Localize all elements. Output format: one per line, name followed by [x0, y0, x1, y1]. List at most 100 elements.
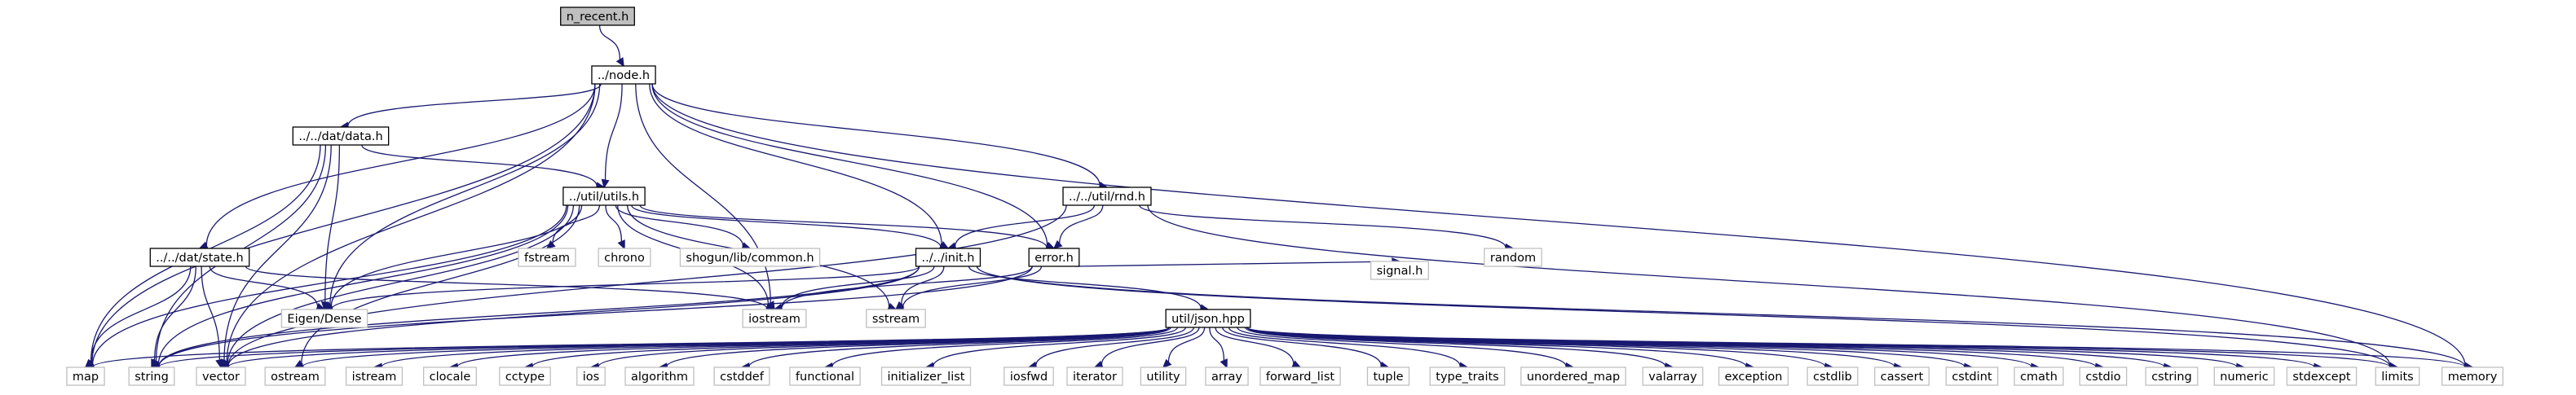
node-clocale[interactable]: clocale — [423, 366, 477, 386]
node-label: utility — [1146, 371, 1180, 384]
edge-node-to-error — [651, 83, 1048, 246]
node-cstdio[interactable]: cstdio — [2079, 366, 2128, 386]
node-cstring[interactable]: cstring — [2145, 366, 2199, 386]
edge-rnd-to-init — [954, 204, 1096, 247]
edge-json-to-functional — [831, 327, 1179, 367]
node-eigen[interactable]: Eigen/Dense — [280, 309, 368, 328]
node-n-recent[interactable]: n_recent.h — [560, 7, 635, 26]
edge-node-to-state — [205, 83, 596, 246]
edge-json-to-valarray — [1244, 327, 1666, 367]
node-utils[interactable]: ../util/utils.h — [562, 187, 646, 206]
edge-utils-to-string — [157, 204, 569, 365]
node-box — [2375, 366, 2420, 386]
edge-arrowhead — [215, 358, 224, 369]
node-label: signal.h — [1377, 265, 1423, 278]
edge-json-to-cstddef — [748, 327, 1171, 367]
node-type-traits[interactable]: type_traits — [1429, 366, 1506, 386]
node-box — [562, 187, 646, 206]
node-unordered-map[interactable]: unordered_map — [1520, 366, 1626, 386]
node-state[interactable]: ../../dat/state.h — [149, 248, 250, 267]
node-utility[interactable]: utility — [1140, 366, 1187, 386]
node-cstddef[interactable]: cstddef — [713, 366, 770, 386]
node-sstream[interactable]: sstream — [866, 309, 926, 328]
node-functional[interactable]: functional — [789, 366, 861, 386]
node-label: cstdint — [1952, 371, 1992, 384]
node-box — [2079, 366, 2128, 386]
node-init[interactable]: ../../init.h — [915, 248, 981, 267]
node-ios[interactable]: ios — [576, 366, 606, 386]
node-error[interactable]: error.h — [1028, 248, 1080, 267]
edge-state-to-iostream — [245, 266, 768, 309]
node-memory[interactable]: memory — [2441, 366, 2503, 386]
node-label: algorithm — [631, 371, 688, 384]
node-tuple[interactable]: tuple — [1366, 366, 1410, 386]
node-label: clocale — [430, 371, 471, 384]
node-limits[interactable]: limits — [2375, 366, 2420, 386]
node-iterator[interactable]: iterator — [1066, 366, 1123, 386]
edge-utils-to-map — [91, 204, 567, 366]
node-label: exception — [1725, 371, 1783, 384]
node-box — [713, 366, 770, 386]
node-random[interactable]: random — [1484, 248, 1542, 267]
node-box — [423, 366, 477, 386]
node-valarray[interactable]: valarray — [1642, 366, 1704, 386]
node-vector[interactable]: vector — [196, 366, 246, 386]
node-map[interactable]: map — [66, 366, 105, 386]
node-box — [1806, 366, 1859, 386]
node-cmath[interactable]: cmath — [2014, 366, 2064, 386]
node-json[interactable]: util/json.hpp — [1165, 309, 1251, 328]
node-cctype[interactable]: cctype — [499, 366, 551, 386]
node-label: ../../dat/state.h — [156, 252, 243, 265]
edge-rnd-to-vector — [227, 204, 1067, 366]
node-box — [560, 7, 635, 26]
edge-init-to-json — [968, 266, 1202, 309]
node-box — [880, 366, 972, 386]
node-iosfwd[interactable]: iosfwd — [1003, 366, 1054, 386]
node-stdexcept[interactable]: stdexcept — [2286, 366, 2358, 386]
node-fstream[interactable]: fstream — [518, 248, 576, 267]
edge-arrowhead — [1162, 358, 1172, 369]
node-numeric[interactable]: numeric — [2213, 366, 2275, 386]
node-label: cstring — [2151, 371, 2192, 384]
node-cstdint[interactable]: cstdint — [1945, 366, 1999, 386]
node-ostream[interactable]: ostream — [264, 366, 326, 386]
node-node[interactable]: ../node.h — [591, 65, 656, 85]
node-box — [2213, 366, 2275, 386]
node-box — [2441, 366, 2503, 386]
node-box — [149, 248, 250, 267]
node-array[interactable]: array — [1205, 366, 1249, 386]
node-rnd[interactable]: ../../util/rnd.h — [1062, 187, 1152, 206]
node-box — [1429, 366, 1506, 386]
node-string[interactable]: string — [128, 366, 175, 386]
node-cassert[interactable]: cassert — [1874, 366, 1930, 386]
node-initializer-list[interactable]: initializer_list — [880, 366, 972, 386]
node-box — [292, 126, 390, 146]
nodes-layer: n_recent.h ../node.h ../../dat/data.h ../ut… — [66, 7, 2503, 386]
edge-node-to-init — [649, 83, 942, 245]
node-shogun[interactable]: shogun/lib/common.h — [679, 248, 821, 267]
node-label: ../../init.h — [922, 252, 975, 265]
edge-json-to-utility — [1167, 327, 1206, 362]
node-box — [866, 309, 926, 328]
node-iostream[interactable]: iostream — [742, 309, 807, 328]
node-label: ios — [583, 371, 599, 384]
node-chrono[interactable]: chrono — [598, 248, 651, 267]
node-box — [264, 366, 326, 386]
edge-init-to-memory — [976, 266, 2466, 367]
edge-json-to-array — [1209, 327, 1225, 361]
node-box — [1259, 366, 1341, 386]
node-cstdlib[interactable]: cstdlib — [1806, 366, 1859, 386]
node-box — [1165, 309, 1251, 328]
node-algorithm[interactable]: algorithm — [624, 366, 695, 386]
node-signal[interactable]: signal.h — [1370, 261, 1430, 280]
node-exception[interactable]: exception — [1718, 366, 1789, 386]
node-box — [1205, 366, 1249, 386]
edge-json-to-initializer-list — [933, 327, 1186, 366]
node-forward-list[interactable]: forward_list — [1259, 366, 1341, 386]
node-label: Eigen/Dense — [287, 313, 361, 326]
edge-utils-to-chrono — [605, 204, 623, 242]
node-istream[interactable]: istream — [345, 366, 404, 386]
edge-data-to-eigen — [324, 144, 341, 303]
edge-data-to-vector — [223, 144, 332, 361]
node-data[interactable]: ../../dat/data.h — [292, 126, 390, 146]
